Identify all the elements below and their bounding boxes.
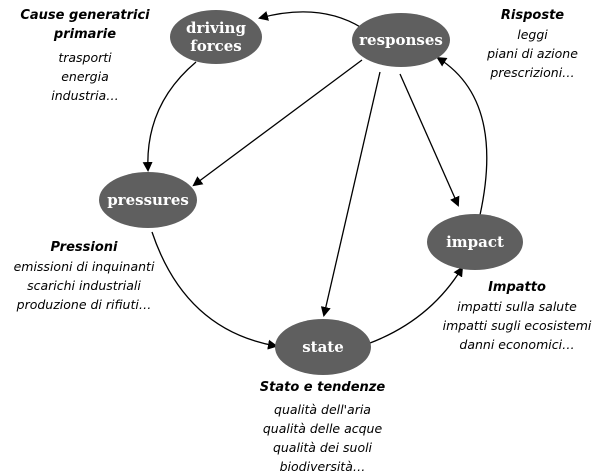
arrow-pressures-to-state [151, 231, 278, 350]
caption-state-item: biodiversità… [279, 459, 366, 474]
node-pressures: pressures [99, 172, 197, 228]
arrow-responses-to-pressures [192, 59, 363, 187]
node-driving-forces-label-line2: forces [190, 37, 241, 55]
node-responses-label: responses [359, 31, 443, 49]
caption-impact-item: impatti sulla salute [457, 299, 577, 314]
caption-state-title: Stato e tendenze [259, 380, 386, 395]
node-state-label: state [302, 338, 344, 356]
node-responses: responses [352, 13, 450, 67]
caption-pressures-title: Pressioni [50, 240, 118, 255]
node-state: state [275, 319, 371, 375]
caption-pressures-item: scarichi industriali [27, 278, 141, 293]
caption-state-item: qualità dell'aria [274, 402, 371, 417]
arrow-responses-to-state [320, 71, 381, 317]
caption-pressures-item: emissioni di inquinanti [13, 259, 155, 274]
arrow-state-to-impact [369, 266, 464, 344]
caption-pressures-item: produzione di rifiuti… [16, 297, 152, 312]
caption-state-item: qualità dei suoli [272, 440, 373, 455]
arrow-driving-forces-to-pressures [142, 61, 197, 172]
caption-state-item: qualità delle acque [262, 421, 383, 436]
caption-state: Stato e tendenze qualità dell'aria quali… [250, 378, 395, 476]
arrow-impact-to-responses [436, 56, 488, 216]
caption-driving-forces: Cause generatrici primarie trasporti ene… [20, 6, 150, 105]
caption-impact: Impatto impatti sulla salute impatti sug… [432, 278, 602, 354]
caption-impact-title: Impatto [488, 280, 546, 295]
node-impact-label: impact [446, 233, 504, 251]
caption-responses-item: prescrizioni… [490, 65, 575, 80]
caption-driving-forces-title-line2: primarie [53, 27, 117, 42]
caption-driving-forces-item: energia [61, 69, 109, 84]
caption-driving-forces-title-line1: Cause generatrici [20, 8, 150, 23]
caption-impact-item: danni economici… [459, 337, 575, 352]
caption-responses-item: piani di azione [487, 46, 578, 61]
caption-driving-forces-item: industria… [51, 88, 119, 103]
caption-responses: Risposte leggi piani di azione prescrizi… [470, 6, 595, 82]
caption-driving-forces-item: trasporti [58, 50, 112, 65]
arrow-responses-to-impact [399, 73, 460, 207]
node-driving-forces: driving forces [170, 10, 262, 64]
node-pressures-label: pressures [107, 191, 189, 209]
node-impact: impact [427, 214, 523, 270]
arrow-responses-to-driving-forces [258, 11, 363, 29]
caption-responses-title: Risposte [500, 8, 565, 23]
node-driving-forces-label-line1: driving [186, 19, 246, 37]
caption-pressures: Pressioni emissioni di inquinanti scaric… [4, 238, 164, 314]
caption-impact-item: impatti sugli ecosistemi [442, 318, 592, 333]
caption-responses-item: leggi [517, 27, 548, 42]
